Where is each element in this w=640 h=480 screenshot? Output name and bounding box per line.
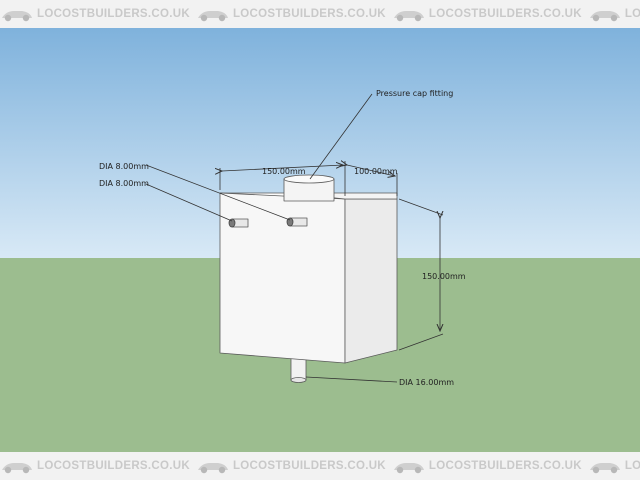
dia-leader-1 (145, 164, 291, 221)
dia-leader-2 (145, 183, 233, 222)
depth-dimension-line (347, 165, 395, 176)
hose-fitting-left (228, 218, 249, 228)
watermark-row: LOCOSTBUILDERS.CO.UK LOCOSTBUILDERS.CO.U… (0, 452, 640, 480)
depth-dimension-label: 100.00mm (354, 167, 398, 176)
height-dimension-label: 150.00mm (422, 272, 466, 281)
tank-model (219, 174, 398, 383)
watermark-text: LOCOSTBUILDERS.CO.UK (37, 460, 190, 472)
dia-outlet-label: DIA 16.00mm (399, 378, 454, 387)
height-extension-top (398, 198, 444, 216)
hose-fitting-right (286, 217, 308, 227)
watermark-text: LOCOSTBUILDERS.CO.UK (624, 460, 640, 472)
watermark-item: LOCOSTBUILDERS.CO.UK (0, 6, 190, 22)
kit-car-logo-icon (197, 11, 228, 22)
watermark-item: LOCOSTBUILDERS.CO.UK (588, 6, 640, 22)
width-dimension-label: 150.00mm (262, 167, 306, 176)
watermark-text: LOCOSTBUILDERS.CO.UK (428, 8, 582, 20)
kit-car-logo-icon (589, 11, 620, 22)
watermark-item: LOCOSTBUILDERS.CO.UK (196, 458, 386, 474)
outlet-pipe-end (290, 377, 307, 383)
watermark-text: LOCOSTBUILDERS.CO.UK (37, 8, 190, 20)
watermark-text: LOCOSTBUILDERS.CO.UK (624, 8, 640, 20)
pressure-cap-leader (309, 93, 373, 180)
annotation-labels: Pressure cap fitting DIA 8.00mm DIA 8.00… (99, 89, 466, 387)
pressure-cap-top (283, 174, 335, 184)
pressure-cap-label: Pressure cap fitting (376, 89, 453, 98)
height-extension-bottom (398, 333, 444, 351)
width-dimension-line (222, 165, 343, 171)
kit-car-logo-icon (589, 463, 620, 474)
watermark-item: LOCOSTBUILDERS.CO.UK (392, 6, 582, 22)
watermark-item: LOCOSTBUILDERS.CO.UK (0, 458, 190, 474)
watermark-band-top: LOCOSTBUILDERS.CO.UK LOCOSTBUILDERS.CO.U… (0, 0, 640, 28)
dia-fitting-label-2: DIA 8.00mm (99, 179, 149, 188)
tank-side-face (344, 198, 398, 364)
diagram-canvas: Pressure cap fitting DIA 8.00mm DIA 8.00… (0, 28, 640, 452)
kit-car-logo-icon (393, 11, 424, 22)
watermark-text: LOCOSTBUILDERS.CO.UK (232, 8, 386, 20)
kit-car-logo-icon (2, 11, 32, 22)
watermark-band-bottom: LOCOSTBUILDERS.CO.UK LOCOSTBUILDERS.CO.U… (0, 452, 640, 480)
tank-front-face (219, 192, 346, 364)
kit-car-logo-icon (393, 463, 424, 474)
watermark-item: LOCOSTBUILDERS.CO.UK (196, 6, 386, 22)
outlet-pipe (290, 357, 307, 381)
dia-fitting-label-1: DIA 8.00mm (99, 162, 149, 171)
dimension-lines (145, 93, 444, 383)
dia-outlet-leader (305, 376, 398, 383)
kit-car-logo-icon (197, 463, 228, 474)
watermark-row: LOCOSTBUILDERS.CO.UK LOCOSTBUILDERS.CO.U… (0, 0, 640, 28)
watermark-text: LOCOSTBUILDERS.CO.UK (232, 460, 386, 472)
watermark-text: LOCOSTBUILDERS.CO.UK (428, 460, 582, 472)
watermark-item: LOCOSTBUILDERS.CO.UK (392, 458, 582, 474)
kit-car-logo-icon (2, 463, 32, 474)
watermark-item: LOCOSTBUILDERS.CO.UK (588, 458, 640, 474)
